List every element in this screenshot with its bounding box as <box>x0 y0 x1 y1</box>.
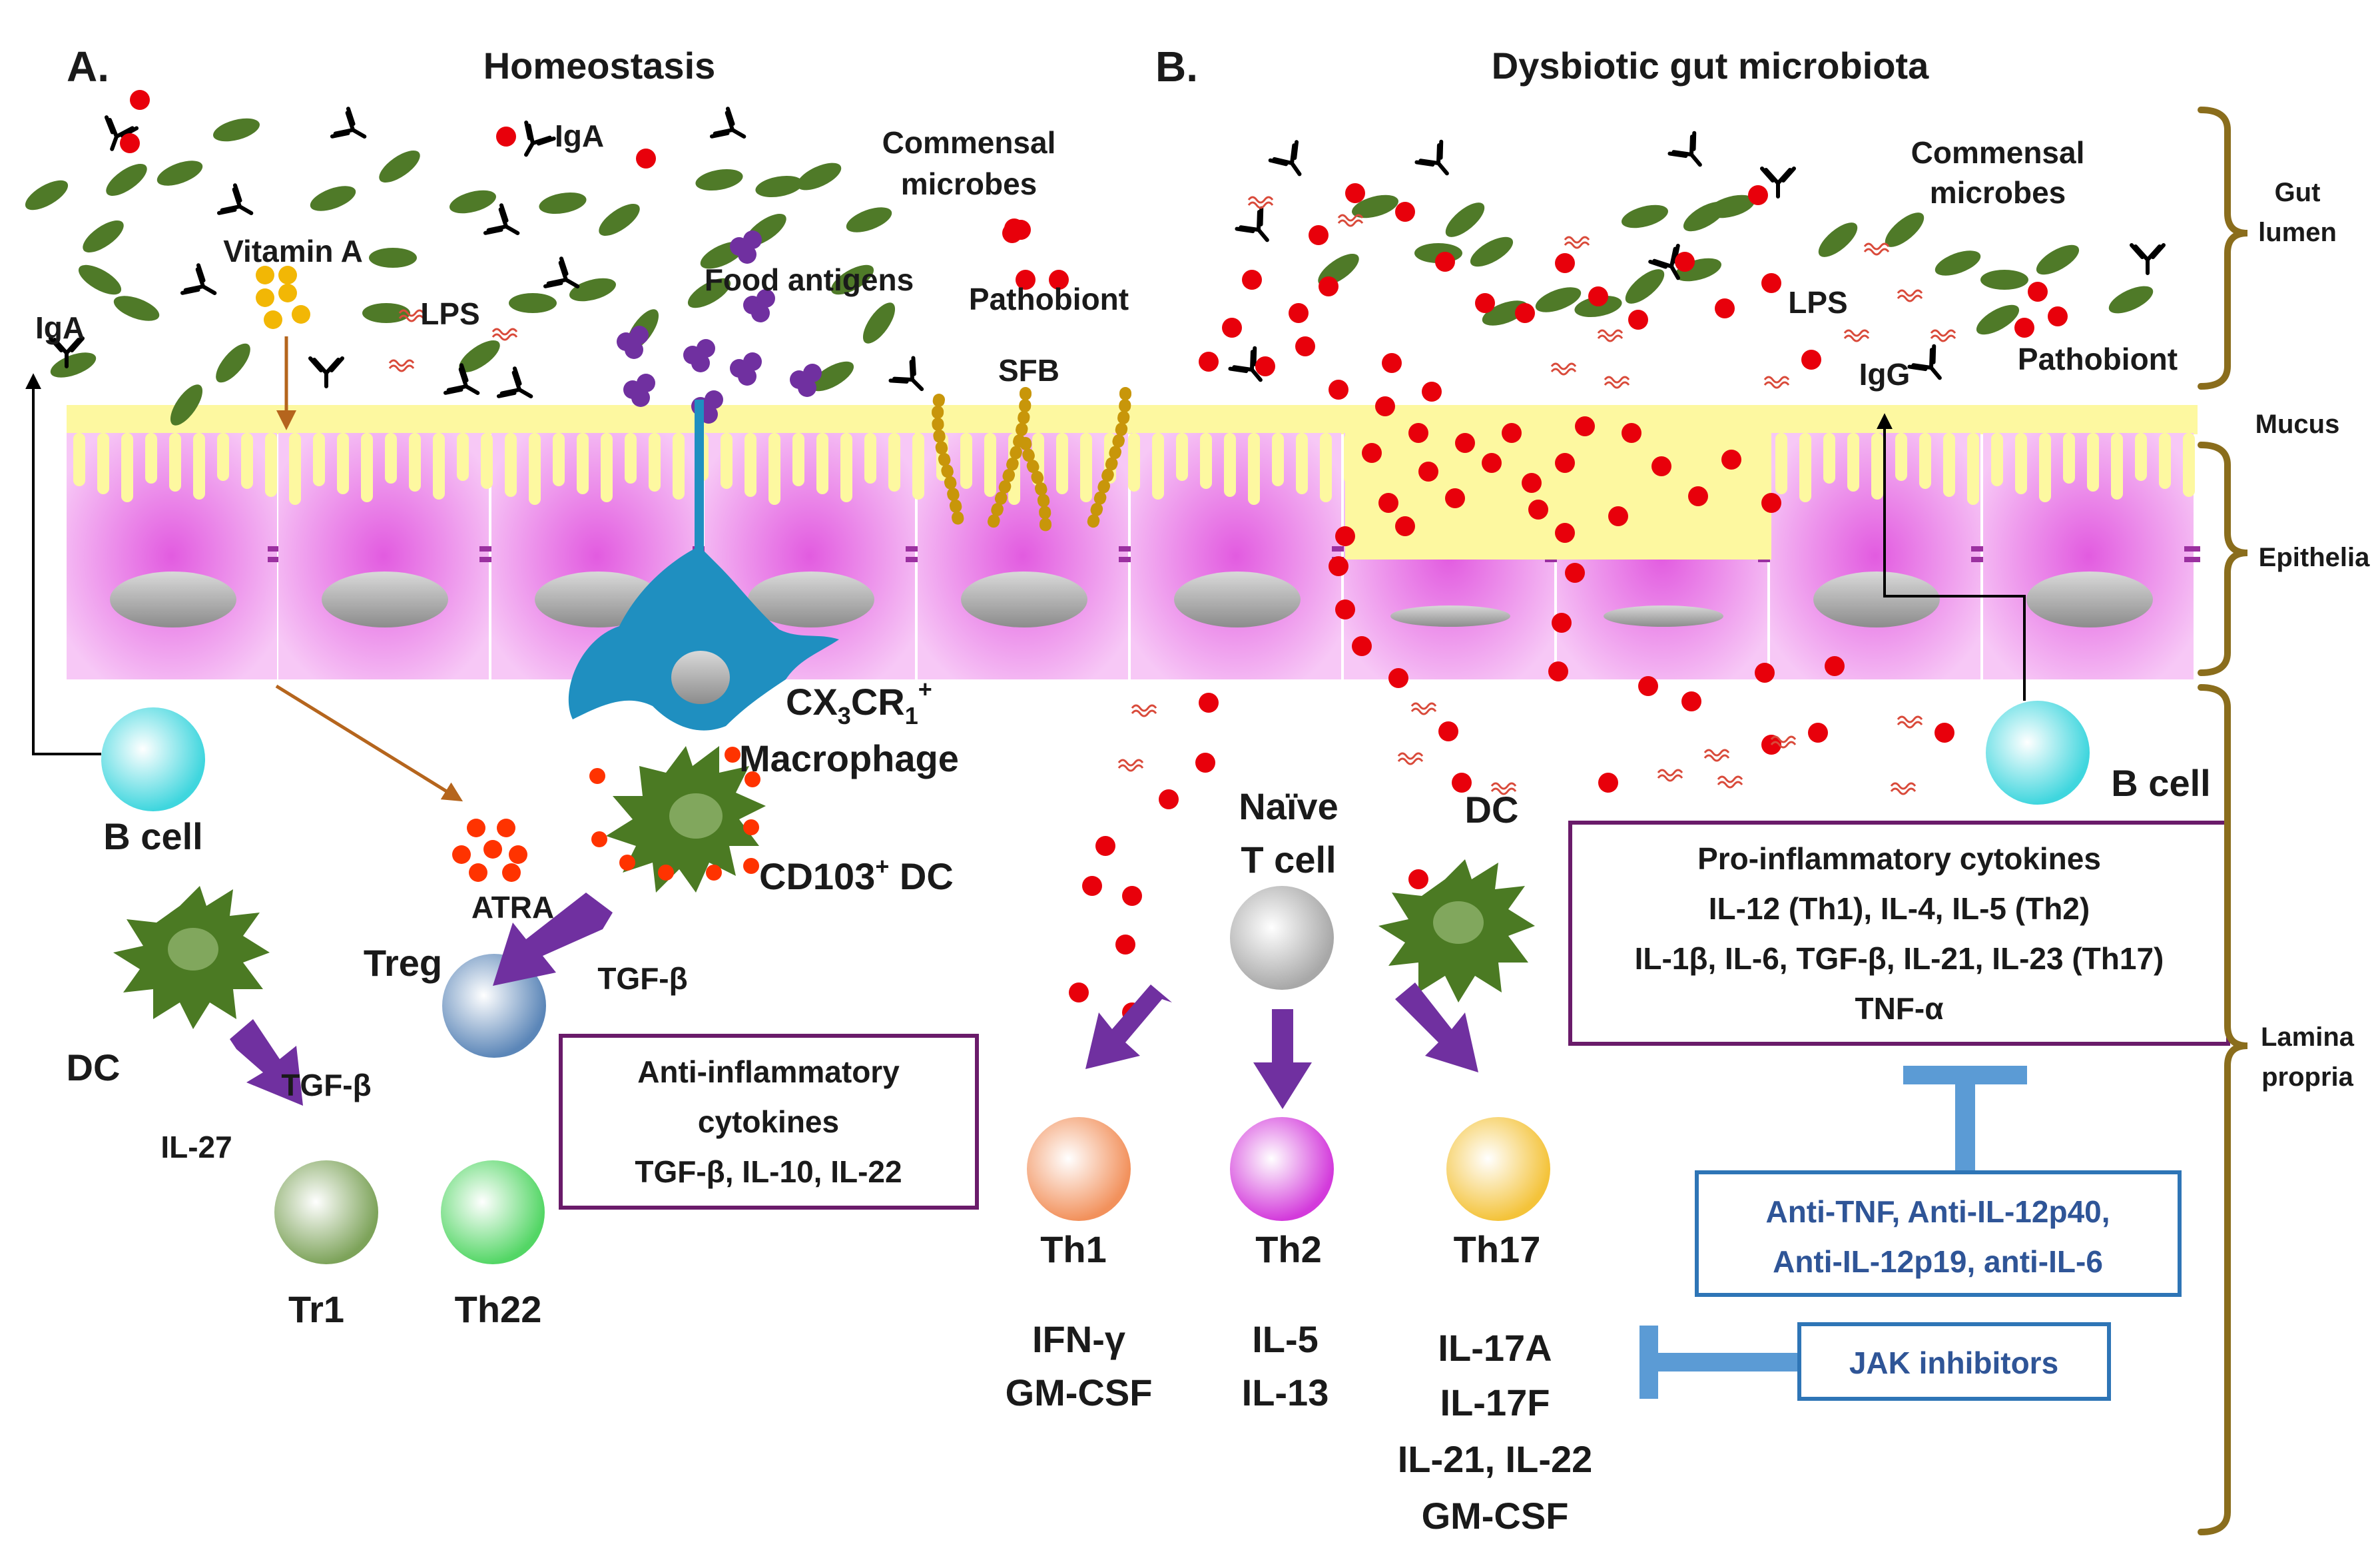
dc-homeostasis <box>113 886 270 1029</box>
dc-dysbiosis <box>1378 859 1535 1002</box>
biologics-line2: Anti-IL-12p19, anti-IL-6 <box>1773 1244 2103 1279</box>
th17-cytokine-4: GM-CSF <box>1422 1495 1569 1537</box>
th1-cell <box>1027 1117 1131 1221</box>
jak-inhibitor-bar <box>1639 1326 1799 1399</box>
th2-cytokine-1: IL-5 <box>1252 1318 1319 1360</box>
th17-cytokine-2: IL-17F <box>1440 1381 1550 1423</box>
cd103-dendritic-cell <box>589 746 766 893</box>
commensal-microbes <box>25 118 2154 426</box>
compartment-brackets <box>2198 107 2248 1535</box>
commensal-a-line2: microbes <box>901 167 1038 201</box>
panel-b-letter: B. <box>1155 43 1198 91</box>
th22-cell <box>441 1160 545 1264</box>
biologics-line1: Anti-TNF, Anti-IL-12p40, <box>1765 1194 2110 1229</box>
lamina-propria-label-1: Lamina <box>2261 1022 2355 1052</box>
cx3cr1-macrophage <box>568 400 839 731</box>
epithelia-label: Epithelia <box>2259 543 2370 572</box>
naive-t-cell <box>1230 886 1334 990</box>
lps-molecules <box>388 196 1956 795</box>
commensal-b-line1: Commensal <box>1911 135 2085 170</box>
naive-label-1: Naïve <box>1239 785 1338 827</box>
th1-cytokine-2: GM-CSF <box>1006 1371 1153 1413</box>
sfb-filaments <box>931 387 1131 532</box>
food-antigens <box>617 230 822 424</box>
tr1-label: Tr1 <box>288 1288 344 1330</box>
pathobiont-label-b: Pathobiont <box>2018 342 2178 376</box>
vitamin-a-molecules <box>256 266 310 329</box>
th1-cytokine-1: IFN-γ <box>1032 1318 1125 1360</box>
b-cell-dysbiosis <box>1986 701 2090 805</box>
commensal-a-line1: Commensal <box>882 125 1056 160</box>
anti-inflammatory-box: Anti-inflammatory cytokines TGF-β, IL-10… <box>559 1034 979 1210</box>
tgfb-label-2: TGF-β <box>281 1068 371 1102</box>
jak-inhibitors-box: JAK inhibitors <box>1797 1322 2111 1401</box>
il27-label: IL-27 <box>160 1130 232 1164</box>
atra-molecules <box>452 819 527 882</box>
dc-label-a: DC <box>67 1046 121 1088</box>
tgfb-label-1: TGF-β <box>597 961 687 996</box>
jak-line1: JAK inhibitors <box>1849 1346 2058 1380</box>
anti-inflammatory-line3: TGF-β, IL-10, IL-22 <box>635 1154 902 1189</box>
pathobiont-bacteria <box>120 90 2068 1022</box>
antibodies <box>49 107 2166 398</box>
pro-inflammatory-line1: Pro-inflammatory cytokines <box>1697 841 2101 876</box>
th17-cell <box>1446 1117 1550 1221</box>
th17-cytokine-1: IL-17A <box>1438 1327 1552 1369</box>
vitamin-a-arrows <box>275 336 463 802</box>
panel-b-title: Dysbiotic gut microbiota <box>1492 45 1929 87</box>
anti-inflammatory-line2: cytokines <box>698 1104 839 1139</box>
sfb-label: SFB <box>998 353 1059 388</box>
th2-cell <box>1230 1117 1334 1221</box>
th17-cytokine-3: IL-21, IL-22 <box>1398 1438 1593 1480</box>
mucus-layer <box>67 405 2198 434</box>
dc-label-b: DC <box>1465 789 1519 831</box>
b-cell-label-a: B cell <box>103 815 202 857</box>
th17-label: Th17 <box>1454 1228 1541 1270</box>
treg-label: Treg <box>364 942 442 984</box>
th22-label: Th22 <box>455 1288 542 1330</box>
lamina-propria-label-2: propria <box>2261 1062 2354 1092</box>
lps-label-a: LPS <box>420 296 479 331</box>
cd103-dc-label: CD103+ DC <box>759 853 954 897</box>
panel-a-title: Homeostasis <box>483 45 716 87</box>
vitamin-a-label: Vitamin A <box>223 234 363 268</box>
mucus-label: Mucus <box>2255 410 2340 439</box>
pro-inflammatory-line3: IL-1β, IL-6, TGF-β, IL-21, IL-23 (Th17) <box>1635 941 2164 976</box>
b-cell-iga-arrow <box>25 373 101 755</box>
th2-label: Th2 <box>1255 1228 1322 1270</box>
pathobiont-label-a: Pathobiont <box>969 282 1129 316</box>
th2-cytokine-2: IL-13 <box>1242 1371 1329 1413</box>
differentiation-arrows <box>230 893 1478 1109</box>
b-cell-homeostasis <box>101 707 205 811</box>
tr1-cell <box>274 1160 378 1264</box>
anti-inflammatory-line1: Anti-inflammatory <box>637 1054 900 1089</box>
biologics-inhibitor-bar <box>1903 1066 2027 1172</box>
gut-lumen-label-2: lumen <box>2258 218 2337 247</box>
macrophage-label: Macrophage <box>739 737 959 779</box>
pro-inflammatory-box: Pro-inflammatory cytokines IL-12 (Th1), … <box>1568 821 2230 1046</box>
igg-label: IgG <box>1859 357 1911 392</box>
iga-label-2: IgA <box>35 310 85 345</box>
pro-inflammatory-line4: TNF-α <box>1855 991 1943 1026</box>
panel-a-letter: A. <box>67 43 109 91</box>
naive-label-2: T cell <box>1241 839 1336 881</box>
lps-label-b: LPS <box>1788 285 1847 320</box>
iga-label-1: IgA <box>555 119 604 153</box>
th1-label: Th1 <box>1040 1228 1107 1270</box>
commensal-b-line2: microbes <box>1930 175 2066 210</box>
food-antigens-label: Food antigens <box>705 262 914 297</box>
atra-label: ATRA <box>471 890 554 925</box>
cx3cr1-label: CX3CR1+ <box>786 675 932 729</box>
pro-inflammatory-line2: IL-12 (Th1), IL-4, IL-5 (Th2) <box>1709 891 2090 926</box>
biologics-box: Anti-TNF, Anti-IL-12p40, Anti-IL-12p19, … <box>1695 1170 2182 1297</box>
b-cell-igg-arrow <box>1877 413 2026 701</box>
b-cell-label-b: B cell <box>2111 762 2210 804</box>
gut-lumen-label-1: Gut <box>2275 178 2321 207</box>
